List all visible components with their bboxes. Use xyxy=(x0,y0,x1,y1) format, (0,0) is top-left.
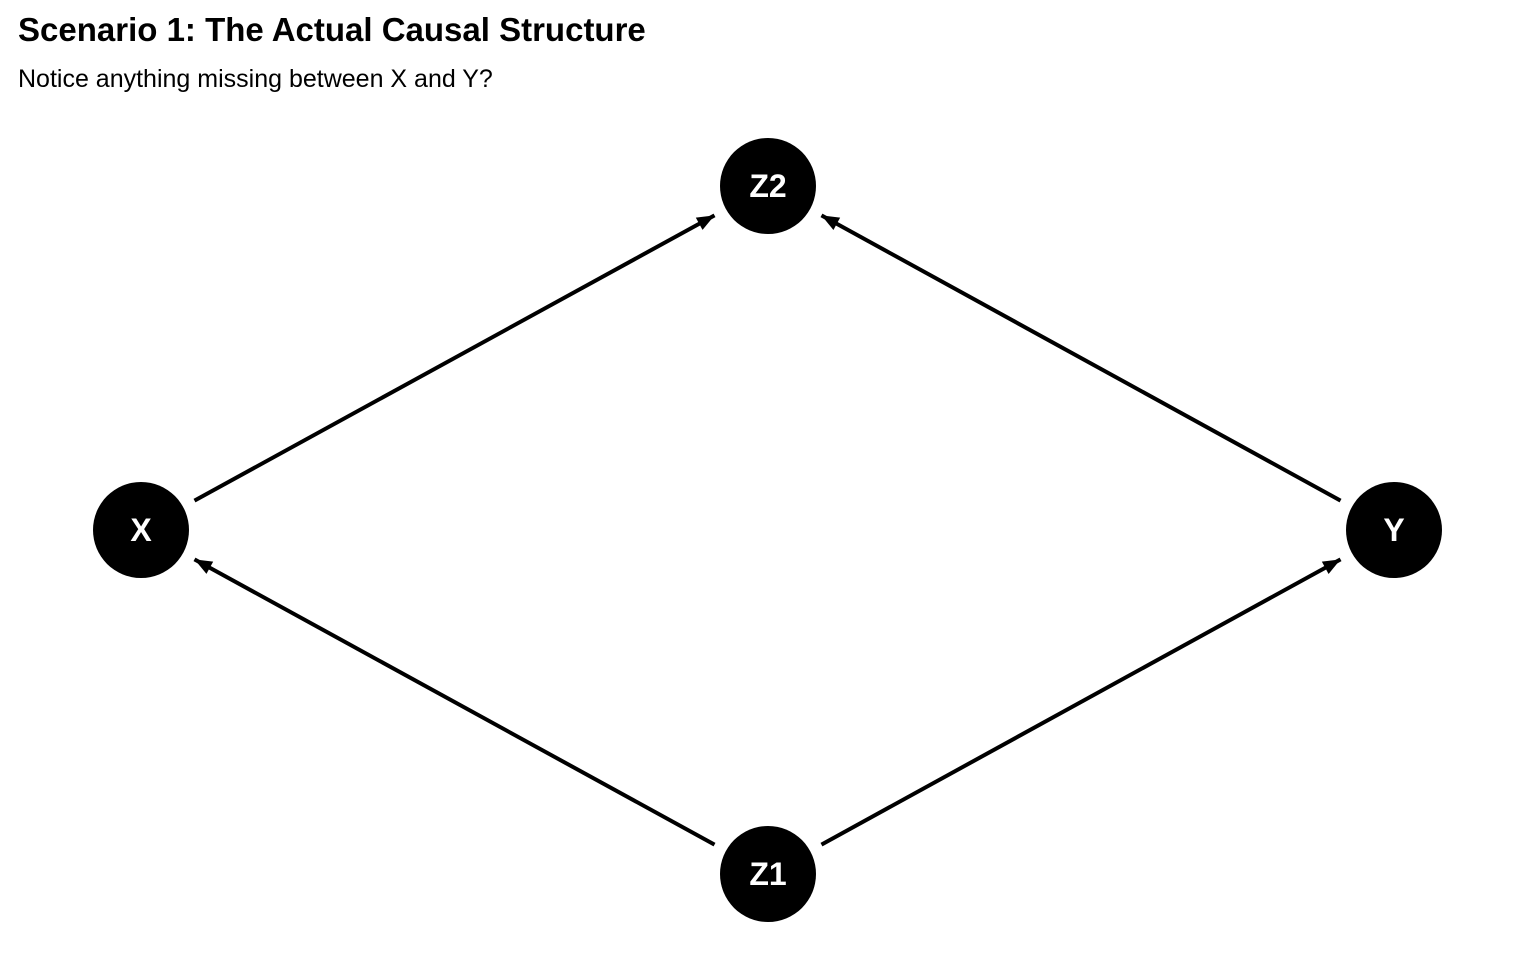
edge-Z1-X xyxy=(193,557,716,847)
node-Z1: Z1 xyxy=(720,826,816,922)
node-circle-X xyxy=(93,482,189,578)
node-circle-Z1 xyxy=(720,826,816,922)
node-Z2: Z2 xyxy=(720,138,816,234)
node-circle-Y xyxy=(1346,482,1442,578)
node-Y: Y xyxy=(1346,482,1442,578)
edge-X-Z2 xyxy=(193,213,716,503)
page-title: Scenario 1: The Actual Causal Structure xyxy=(18,11,646,48)
page-subtitle: Notice anything missing between X and Y? xyxy=(18,65,493,93)
node-circle-Z2 xyxy=(720,138,816,234)
edge-Z1-Y xyxy=(820,557,1342,847)
edge-Y-Z2 xyxy=(820,213,1342,503)
header: Scenario 1: The Actual Causal Structure … xyxy=(18,10,646,94)
node-X: X xyxy=(93,482,189,578)
